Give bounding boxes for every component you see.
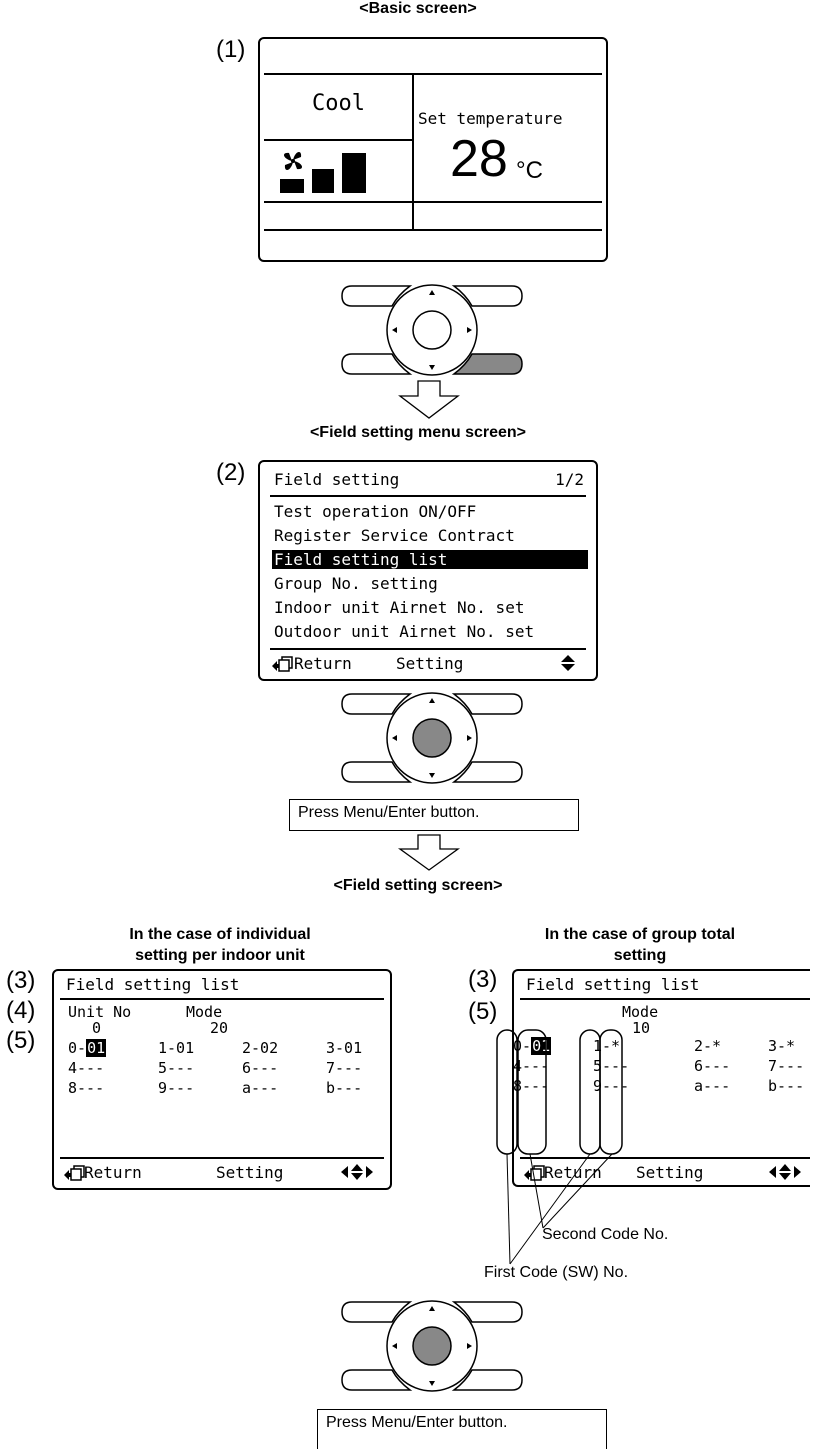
footer-setting-group[interactable]: Setting <box>636 1163 704 1182</box>
step-label-5-group: (5) <box>468 998 498 1025</box>
return-icon <box>272 656 293 672</box>
remote-pad-enter-icon <box>341 692 523 784</box>
individual-lcd: Field setting list Unit No Mode 0 20 0-0… <box>52 969 392 1190</box>
menu-item-test-operation[interactable]: Test operation ON/OFF <box>274 502 477 521</box>
step-label-3-individual: (3) <box>6 967 36 994</box>
group-code-9: 9--- <box>593 1077 630 1095</box>
group-title: Field setting list <box>526 975 700 994</box>
group-lcd: Field setting list Mode 10 0-01 1-* 2-* … <box>512 969 810 1187</box>
group-code-a: a--- <box>694 1077 731 1095</box>
menu-item-register-service[interactable]: Register Service Contract <box>274 526 515 545</box>
up-down-icon <box>561 655 575 671</box>
field-screen-caption: <Field setting screen> <box>333 877 503 894</box>
return-icon-individual <box>64 1165 85 1181</box>
individual-title: Field setting list <box>66 975 240 994</box>
second-code-annotation: Second Code No. <box>542 1226 669 1243</box>
code-1: 1-01 <box>158 1039 195 1057</box>
code-0-selected[interactable]: 01 <box>86 1039 107 1057</box>
field-menu-page: 1/2 <box>555 470 584 489</box>
footer-setting-label[interactable]: Setting <box>396 654 464 673</box>
code-a: a--- <box>242 1079 279 1097</box>
menu-item-outdoor-airnet[interactable]: Outdoor unit Airnet No. set <box>274 622 535 641</box>
step-label-1: (1) <box>216 36 246 63</box>
code-4: 4--- <box>68 1059 105 1077</box>
individual-caption: In the case of individual setting per in… <box>129 926 311 964</box>
step-label-2: (2) <box>216 459 246 486</box>
group-mode-label: Mode <box>622 1003 659 1021</box>
code-8: 8--- <box>68 1079 105 1097</box>
field-menu-caption: <Field setting menu screen> <box>309 424 527 441</box>
return-icon-group <box>524 1165 545 1181</box>
remote-pad-icon <box>341 284 523 376</box>
menu-item-field-setting-list[interactable]: Field setting list <box>272 550 588 569</box>
group-mode-value: 10 <box>632 1019 651 1037</box>
group-code-5: 5--- <box>593 1057 630 1075</box>
temperature-unit: °C <box>516 157 543 184</box>
down-arrow-icon <box>398 380 460 419</box>
group-code-3: 3-* <box>768 1037 796 1055</box>
remote-pad-enter-icon-2 <box>341 1300 523 1392</box>
code-5: 5--- <box>158 1059 195 1077</box>
step-label-3-group: (3) <box>468 966 498 993</box>
group-code-b: b--- <box>768 1077 805 1095</box>
group-code-8: 8--- <box>513 1077 550 1095</box>
mode-value: 20 <box>210 1019 229 1037</box>
mode-label: Mode <box>186 1003 223 1021</box>
step-label-4-individual: (4) <box>6 997 36 1024</box>
code-7: 7--- <box>326 1059 363 1077</box>
code-9: 9--- <box>158 1079 195 1097</box>
footer-setting-individual[interactable]: Setting <box>216 1163 284 1182</box>
code-0: 0-01 <box>68 1039 107 1057</box>
menu-item-group-no[interactable]: Group No. setting <box>274 574 438 593</box>
code-2: 2-02 <box>242 1039 279 1057</box>
group-code-4: 4--- <box>513 1057 550 1075</box>
four-way-arrow-icon-group <box>769 1164 801 1180</box>
code-6: 6--- <box>242 1059 279 1077</box>
step-label-5-individual: (5) <box>6 1027 36 1054</box>
group-code-7: 7--- <box>768 1057 805 1075</box>
temperature-value: 28 <box>450 130 508 188</box>
four-way-arrow-icon <box>341 1164 373 1180</box>
basic-screen-lcd: Cool Set temperature 28 °C <box>258 37 608 262</box>
footer-return-individual[interactable]: Return <box>84 1163 142 1182</box>
footer-return-group[interactable]: Return <box>544 1163 602 1182</box>
first-code-annotation: First Code (SW) No. <box>484 1264 629 1281</box>
field-menu-lcd: Field setting 1/2 Test operation ON/OFF … <box>258 460 598 681</box>
set-temperature-label: Set temperature <box>418 109 563 128</box>
group-code-2: 2-* <box>694 1037 722 1055</box>
field-menu-title: Field setting <box>274 470 400 489</box>
group-caption: In the case of group total setting <box>544 926 736 964</box>
code-b: b--- <box>326 1079 363 1097</box>
group-code-6: 6--- <box>694 1057 731 1075</box>
unit-no-label: Unit No <box>68 1003 132 1021</box>
press-menu-enter-note-1: Press Menu/Enter button. <box>289 799 579 831</box>
fan-speed-icon <box>280 151 366 193</box>
unit-no-value: 0 <box>92 1019 102 1037</box>
menu-item-indoor-airnet[interactable]: Indoor unit Airnet No. set <box>274 598 525 617</box>
down-arrow-icon-2 <box>397 834 461 871</box>
mode-text: Cool <box>312 91 365 116</box>
footer-return-label[interactable]: Return <box>294 654 352 673</box>
code-3: 3-01 <box>326 1039 363 1057</box>
basic-screen-caption: <Basic screen> <box>359 0 477 17</box>
press-menu-enter-note-2: Press Menu/Enter button. <box>317 1409 607 1449</box>
